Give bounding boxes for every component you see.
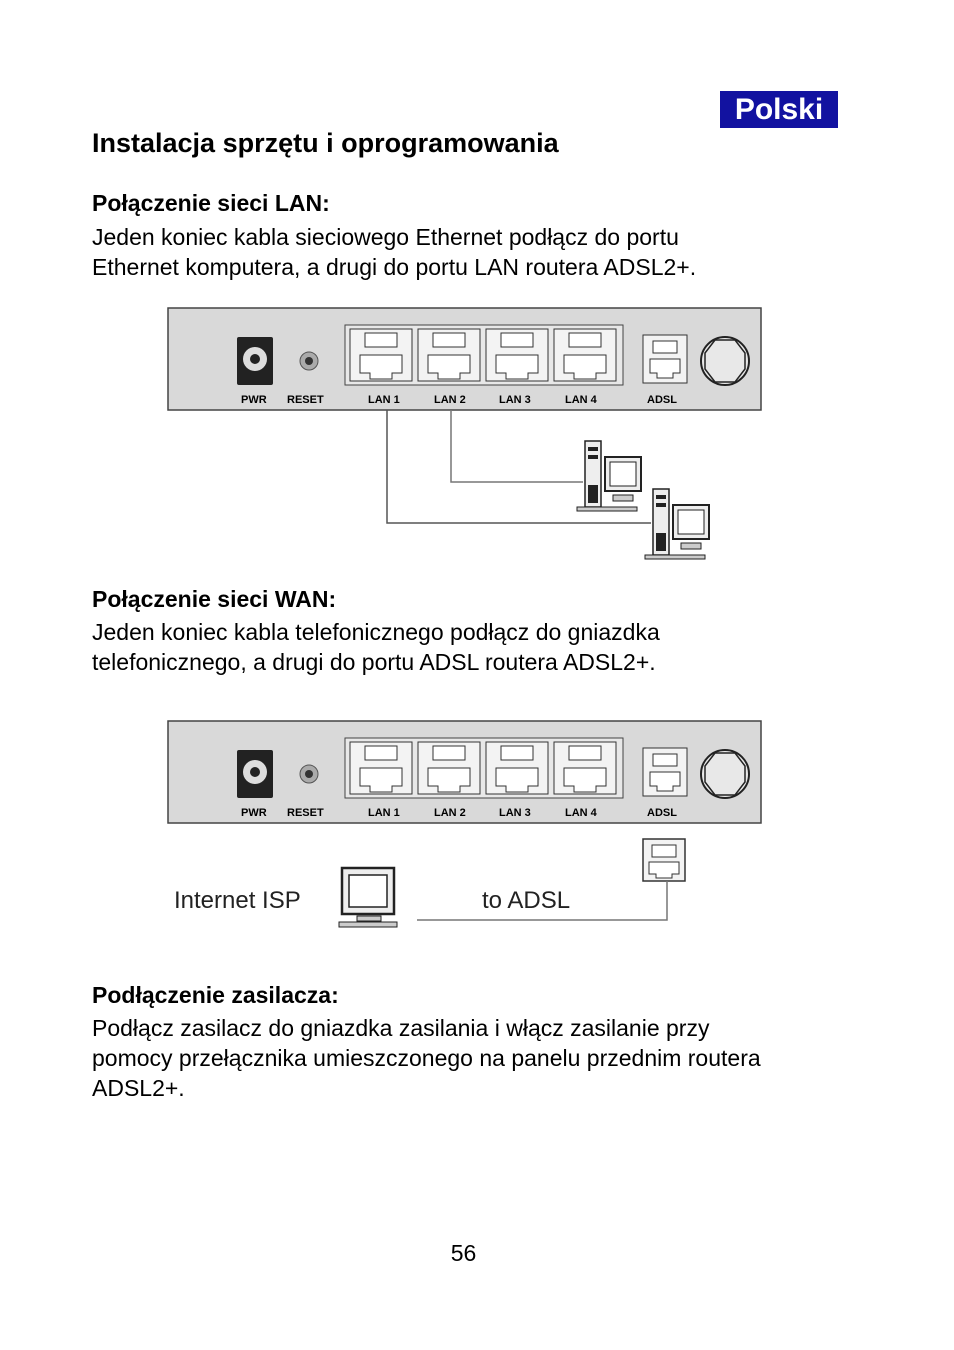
lan-text-line: Jeden koniec kabla sieciowego Ethernet p… xyxy=(92,224,679,250)
language-badge: Polski xyxy=(720,91,838,128)
lan-port-icon xyxy=(349,328,413,382)
lan4-label: LAN 4 xyxy=(565,807,598,819)
lan1-label: LAN 1 xyxy=(368,394,400,406)
lan-text-line: Ethernet komputera, a drugi do portu LAN… xyxy=(92,254,697,280)
wan-connection-diagram: PWR RESET LAN 1 LAN 2 LAN 3 LAN 4 ADSL I… xyxy=(167,720,762,928)
page-title: Instalacja sprzętu i oprogramowania xyxy=(92,128,559,158)
lan-port-icon xyxy=(417,328,481,382)
lan-port-icon xyxy=(553,741,617,795)
wan-heading: Połączenie sieci WAN: xyxy=(92,586,337,612)
desktop-computer-icon xyxy=(576,440,642,512)
power-text-line: Podłącz zasilacz do gniazdka zasilania i… xyxy=(92,1015,710,1041)
computer-monitor-icon xyxy=(338,866,398,928)
phone-wall-jack-icon xyxy=(642,838,686,882)
page-number: 56 xyxy=(450,1240,477,1266)
power-text-line: pomocy przełącznika umieszczonego na pan… xyxy=(92,1045,761,1071)
lan2-label: LAN 2 xyxy=(434,394,466,406)
lan4-label: LAN 4 xyxy=(565,394,598,406)
power-jack-icon xyxy=(237,337,273,385)
adsl-label: ADSL xyxy=(647,394,677,406)
adsl-label: ADSL xyxy=(647,807,677,819)
internet-isp-label: Internet ISP xyxy=(174,887,301,914)
lan-heading: Połączenie sieci LAN: xyxy=(92,190,330,216)
lan-connection-diagram: PWR RESET LAN 1 LAN 2 LAN 3 LAN 4 ADSL xyxy=(167,307,762,560)
reset-button-icon xyxy=(299,351,319,371)
power-text-line: ADSL2+. xyxy=(92,1075,185,1101)
wan-text-line: Jeden koniec kabla telefonicznego podłąc… xyxy=(92,619,660,645)
power-text: Podłącz zasilacz do gniazdka zasilania i… xyxy=(92,1013,852,1103)
lan-text: Jeden koniec kabla sieciowego Ethernet p… xyxy=(92,222,852,282)
power-jack-icon xyxy=(237,750,273,798)
pwr-label: PWR xyxy=(241,394,267,406)
coax-connector-icon xyxy=(700,749,750,799)
pwr-label: PWR xyxy=(241,807,267,819)
adsl-port-icon xyxy=(642,747,688,797)
ethernet-cable xyxy=(386,410,651,524)
lan-port-icon xyxy=(349,741,413,795)
adsl-port-icon xyxy=(642,334,688,384)
reset-label: RESET xyxy=(287,394,324,406)
ethernet-cable xyxy=(450,410,583,483)
lan2-label: LAN 2 xyxy=(434,807,466,819)
lan-port-icon xyxy=(417,741,481,795)
power-heading: Podłączenie zasilacza: xyxy=(92,982,339,1008)
reset-button-icon xyxy=(299,764,319,784)
lan-port-icon xyxy=(485,328,549,382)
lan3-label: LAN 3 xyxy=(499,394,531,406)
router-back-panel: PWR RESET LAN 1 LAN 2 LAN 3 LAN 4 ADSL xyxy=(167,720,762,824)
router-back-panel: PWR RESET LAN 1 LAN 2 LAN 3 LAN 4 ADSL xyxy=(167,307,762,411)
wan-text-line: telefonicznego, a drugi do portu ADSL ro… xyxy=(92,649,656,675)
phone-cable xyxy=(417,881,668,921)
lan-port-icon xyxy=(485,741,549,795)
wan-text: Jeden koniec kabla telefonicznego podłąc… xyxy=(92,617,852,677)
reset-label: RESET xyxy=(287,807,324,819)
coax-connector-icon xyxy=(700,336,750,386)
desktop-computer-icon xyxy=(644,488,710,560)
lan3-label: LAN 3 xyxy=(499,807,531,819)
lan1-label: LAN 1 xyxy=(368,807,400,819)
lan-port-icon xyxy=(553,328,617,382)
to-adsl-label: to ADSL xyxy=(482,887,570,914)
